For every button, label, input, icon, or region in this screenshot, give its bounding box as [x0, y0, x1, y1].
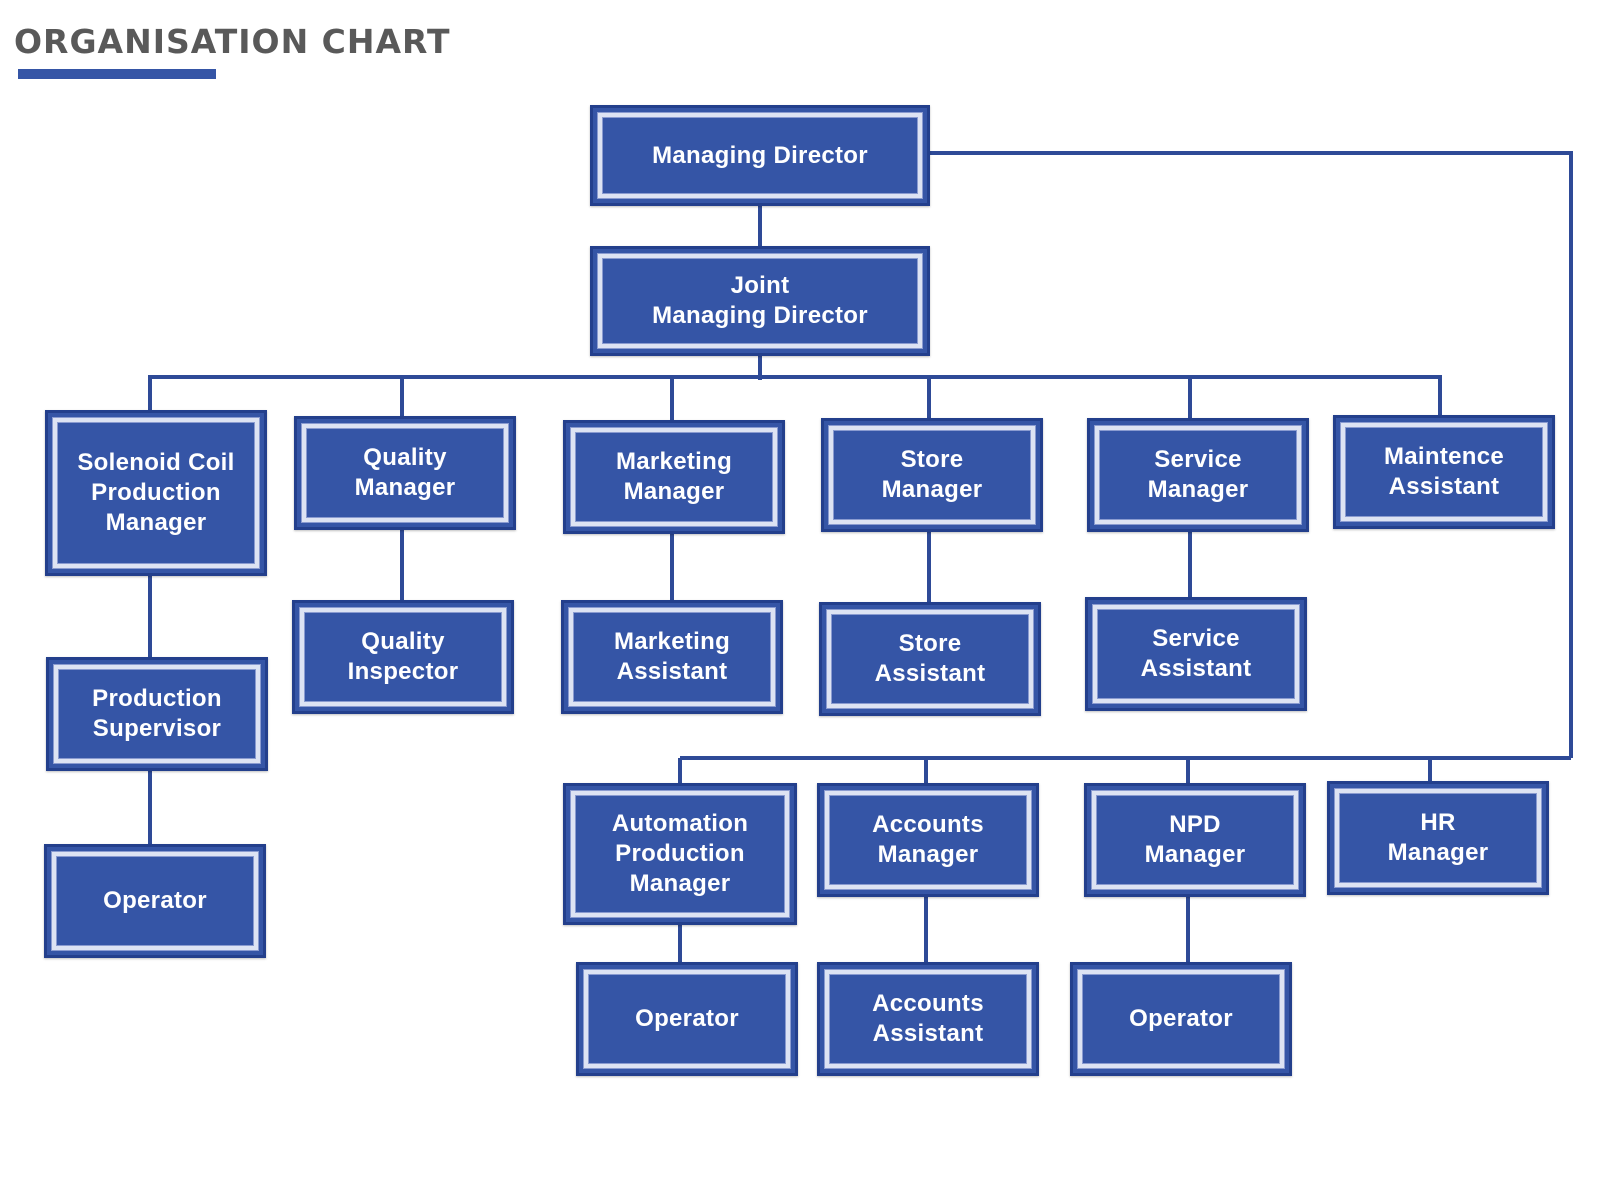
node-label: Store Assistant — [874, 630, 986, 687]
node-label: Production Supervisor — [92, 685, 222, 742]
node-quality-manager: Quality Manager — [294, 416, 516, 530]
node-label: Solenoid Coil Production Manager — [77, 449, 235, 536]
node-marketing-assistant: Marketing Assistant — [561, 600, 783, 714]
node-label: NPD Manager — [1144, 811, 1246, 868]
node-production-supervisor: Production Supervisor — [46, 657, 268, 771]
node-label: Store Manager — [881, 446, 983, 503]
node-label: Operator — [103, 887, 207, 914]
node-accounts-manager: Accounts Manager — [817, 783, 1039, 897]
node-label: Automation Production Manager — [611, 810, 749, 897]
node-marketing-manager: Marketing Manager — [563, 420, 785, 534]
node-label: Accounts Assistant — [872, 990, 984, 1047]
node-maintence-assistant: Maintence Assistant — [1333, 415, 1555, 529]
node-label: Service Assistant — [1140, 625, 1252, 682]
node-hr-manager: HR Manager — [1327, 781, 1549, 895]
node-label: Maintence Assistant — [1383, 443, 1505, 500]
node-label: Managing Director — [652, 141, 868, 169]
node-label: Marketing Assistant — [613, 628, 731, 685]
node-service-assistant: Service Assistant — [1085, 597, 1307, 711]
node-accounts-assistant: Accounts Assistant — [817, 962, 1039, 1076]
node-label: Quality Inspector — [347, 628, 459, 685]
node-store-manager: Store Manager — [821, 418, 1043, 532]
node-store-assistant: Store Assistant — [819, 602, 1041, 716]
node-joint-managing-director: Joint Managing Director — [590, 246, 930, 356]
node-operator-3: Operator — [1070, 962, 1292, 1076]
node-quality-inspector: Quality Inspector — [292, 600, 514, 714]
node-automation-production-manager: Automation Production Manager — [563, 783, 797, 925]
node-label: Quality Manager — [354, 444, 456, 501]
node-label: Operator — [635, 1005, 739, 1032]
node-operator-1: Operator — [44, 844, 266, 958]
page-title: ORGANISATION CHART — [14, 22, 451, 61]
node-label: Accounts Manager — [872, 811, 984, 868]
node-operator-2: Operator — [576, 962, 798, 1076]
node-service-manager: Service Manager — [1087, 418, 1309, 532]
node-label: Operator — [1129, 1005, 1233, 1032]
title-underline — [18, 69, 216, 79]
node-npd-manager: NPD Manager — [1084, 783, 1306, 897]
node-managing-director: Managing Director — [590, 105, 930, 206]
line-md-right-trunk — [930, 151, 1573, 758]
node-label: Marketing Manager — [615, 448, 733, 505]
node-label: Joint Managing Director — [652, 272, 868, 329]
node-solenoid-coil-production-manager: Solenoid Coil Production Manager — [45, 410, 267, 576]
node-label: HR Manager — [1387, 809, 1489, 866]
node-label: Service Manager — [1147, 446, 1249, 503]
